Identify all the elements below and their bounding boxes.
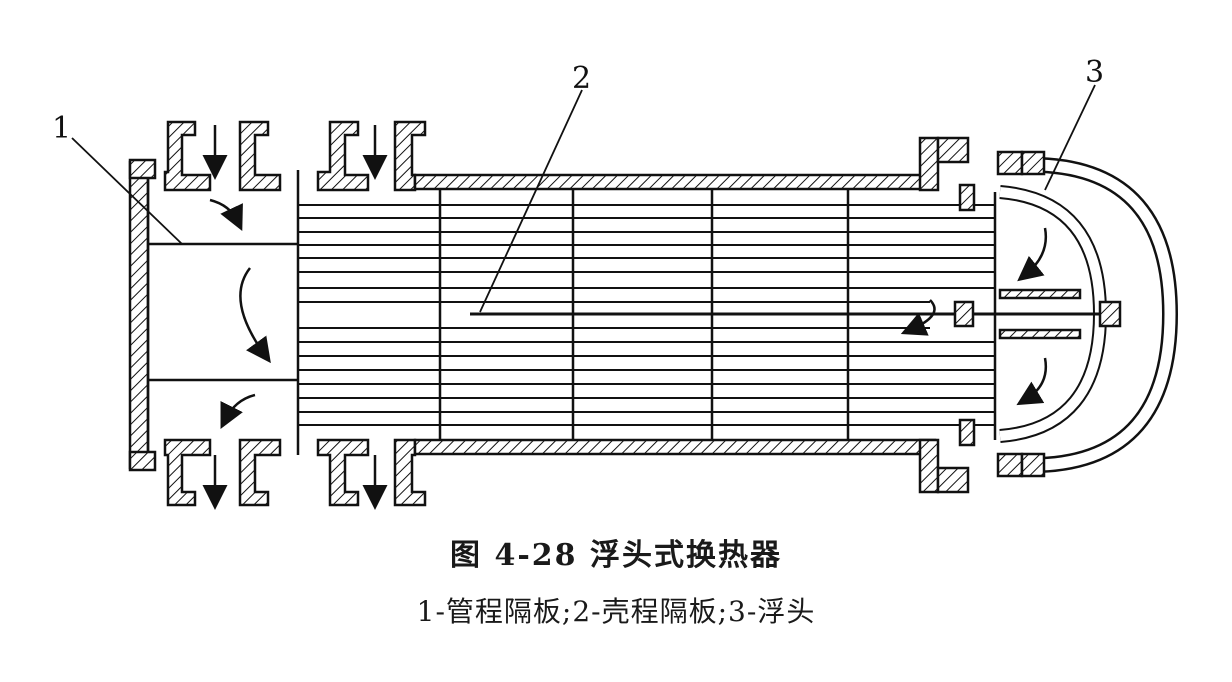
shell bbox=[413, 136, 970, 494]
tube-bundle bbox=[298, 204, 995, 426]
channel-box bbox=[128, 158, 157, 472]
label-1: 1 bbox=[52, 111, 71, 146]
figure-title: 图 4-28 浮头式换热器 bbox=[450, 538, 782, 573]
shell-inlet-nozzle bbox=[316, 120, 427, 192]
tube-pass-partition bbox=[148, 242, 298, 382]
label-2: 2 bbox=[572, 61, 591, 96]
figure-legend: 1-管程隔板;2-壳程隔板;3-浮头 bbox=[416, 595, 816, 628]
leader-lines bbox=[71, 84, 1096, 313]
floating-head-bolt bbox=[953, 288, 1122, 340]
label-3: 3 bbox=[1085, 55, 1104, 90]
channel-outlet-nozzle bbox=[163, 438, 282, 507]
shell-cover bbox=[1020, 150, 1179, 478]
channel-inlet-nozzle bbox=[163, 120, 282, 192]
shell-outlet-nozzle bbox=[316, 438, 427, 507]
flow-arrows bbox=[202, 125, 1048, 510]
floating-head-heat-exchanger-diagram: 1 2 3 bbox=[52, 55, 1179, 510]
floating-tube-sheet bbox=[958, 183, 997, 447]
